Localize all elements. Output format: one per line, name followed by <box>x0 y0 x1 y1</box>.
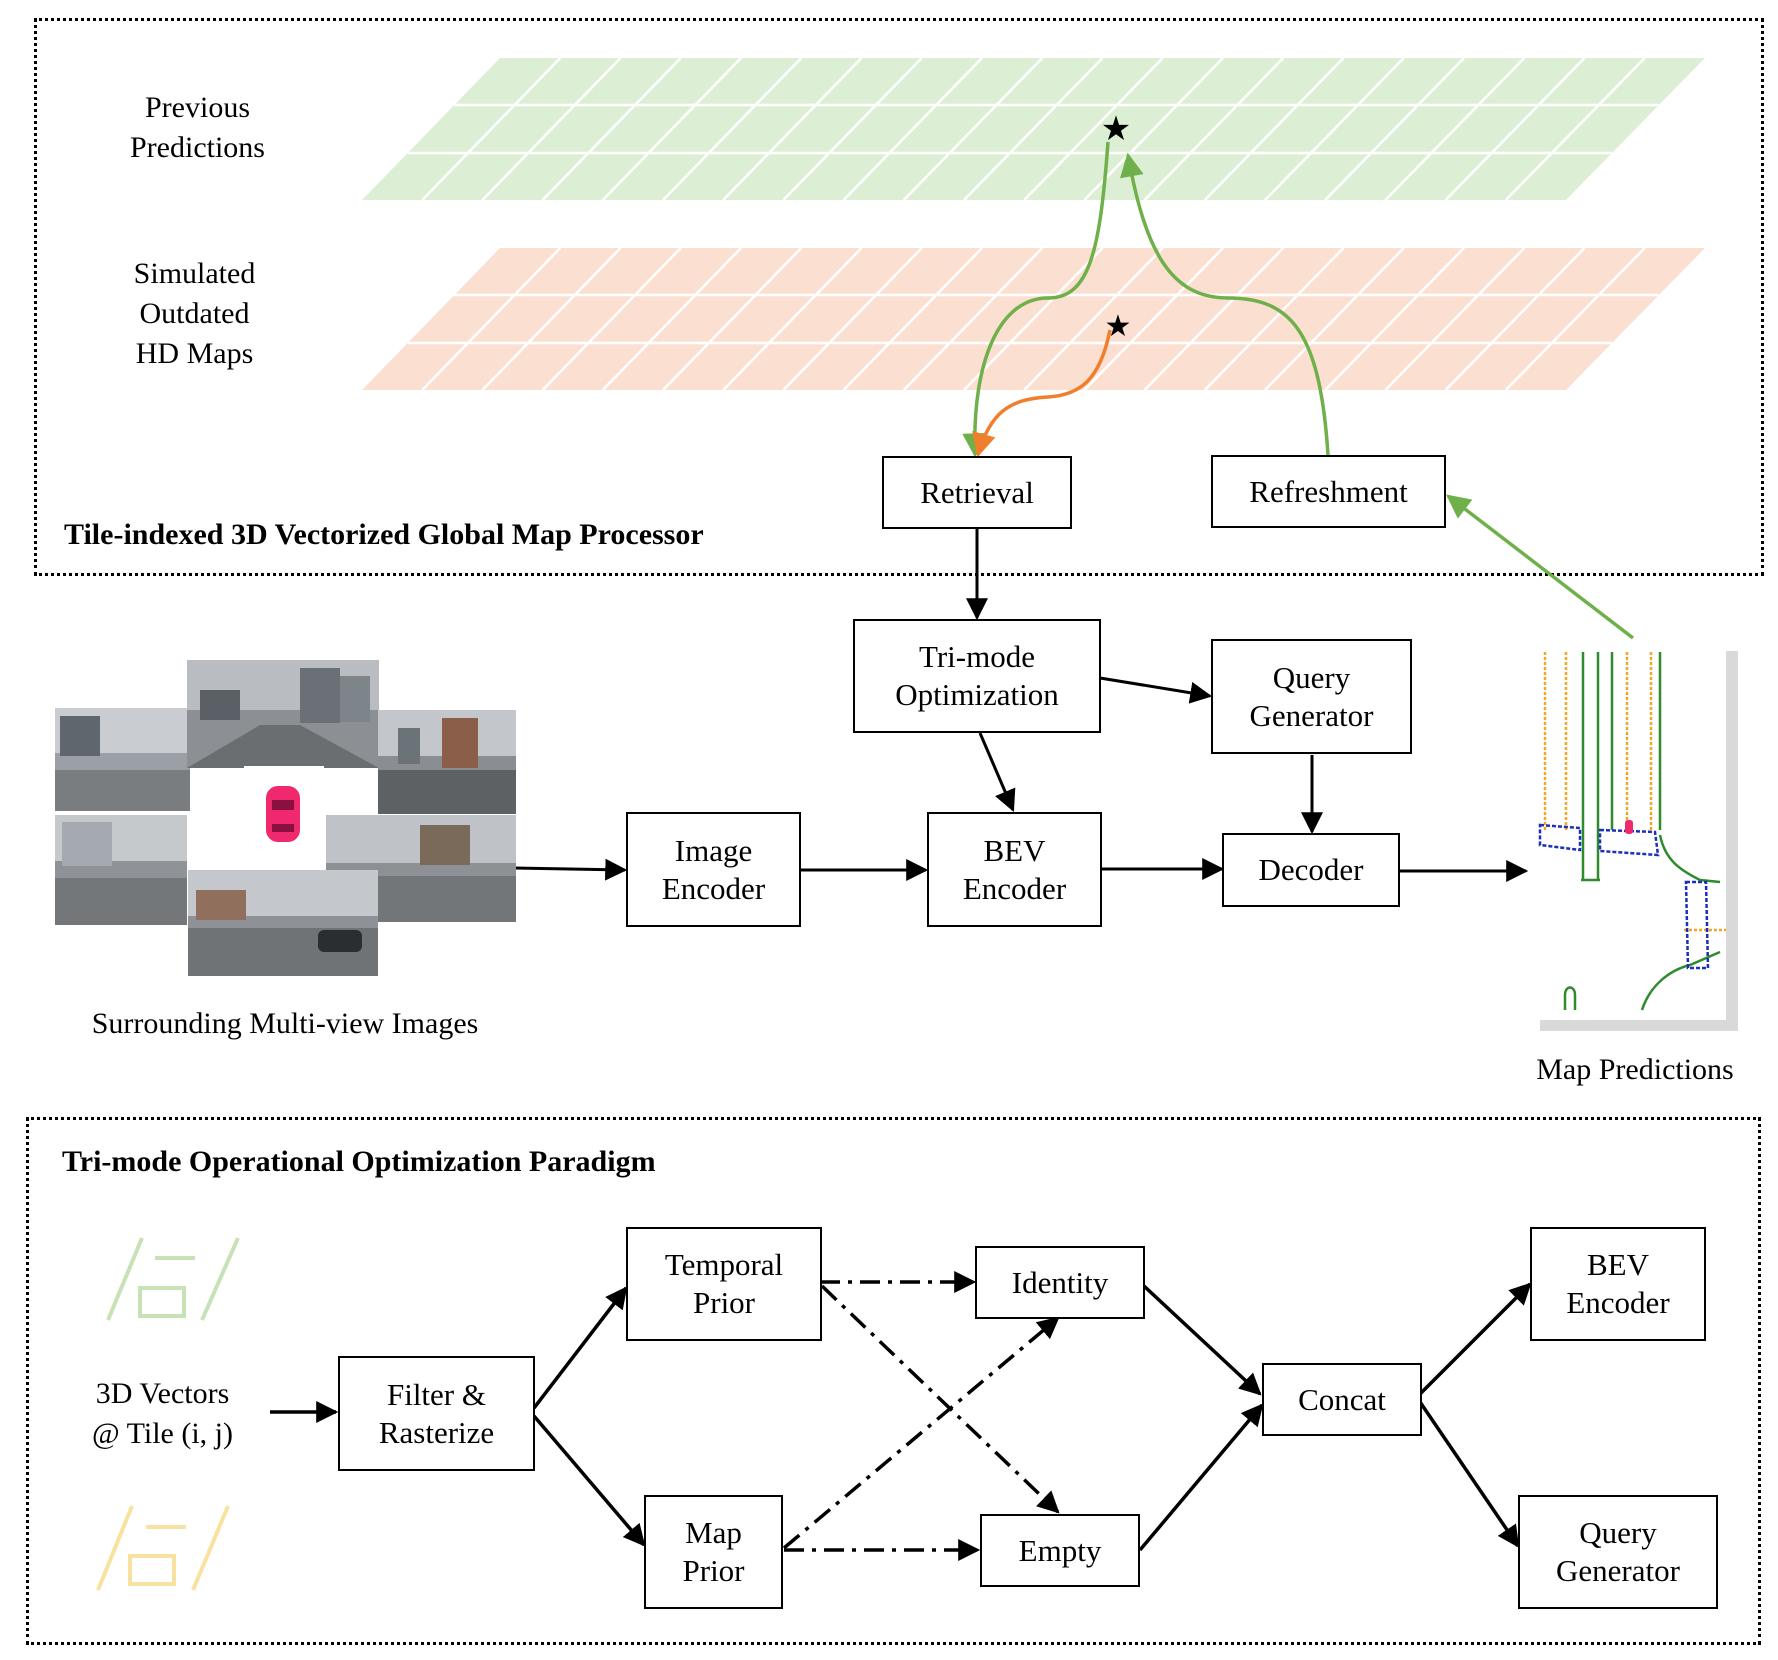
identity-box: Identity <box>975 1246 1145 1319</box>
tri-mode-optimization-box: Tri-mode Optimization <box>853 619 1101 733</box>
trimode-to-query-arrow <box>1099 676 1213 704</box>
map-predictions-caption: Map Predictions <box>1536 1053 1734 1086</box>
bev-encoder-box: BEV Encoder <box>927 812 1102 927</box>
filter-rasterize-box: Filter & Rasterize <box>338 1356 535 1471</box>
bottom-bev-encoder-box: BEV Encoder <box>1530 1227 1706 1341</box>
camera-back-left-image <box>55 815 187 925</box>
filter-to-temporal-arrow <box>532 1286 628 1410</box>
bottom-query-generator-box: Query Generator <box>1518 1495 1718 1609</box>
previous-predictions-plane <box>362 57 1705 201</box>
query-generator-box: Query Generator <box>1211 639 1412 754</box>
map-to-refreshment-arrow <box>1446 494 1635 640</box>
outdated-hd-maps-label: Simulated Outdated HD Maps <box>133 257 256 370</box>
green-vector-icon <box>106 1237 240 1321</box>
concat-box: Concat <box>1262 1363 1422 1436</box>
tri-mode-paradigm-frame <box>26 1117 1761 1645</box>
camera-back-image <box>188 870 378 976</box>
camera-front-left-image <box>55 708 190 811</box>
multi-view-images-caption: Surrounding Multi-view Images <box>91 1007 479 1040</box>
trimode-to-bev-arrow <box>978 732 1016 813</box>
empty-box: Empty <box>980 1514 1140 1587</box>
previous-tile-star-icon: ★ <box>1101 111 1131 148</box>
outdated-hd-map-plane <box>362 247 1705 391</box>
global-map-processor-frame <box>34 18 1764 576</box>
concat-to-bev-arrow <box>1418 1282 1532 1396</box>
map-prior-box: Map Prior <box>644 1495 783 1609</box>
mapprior-to-identity-arrow <box>782 1316 1060 1550</box>
retrieval-green-arrow <box>962 141 1110 458</box>
ego-car-icon <box>266 786 300 842</box>
global-map-processor-title: Tile-indexed 3D Vectorized Global Map Pr… <box>64 518 704 551</box>
vectors-tile-label: 3D Vectors @ Tile (i, j) <box>92 1377 233 1450</box>
image-encoder-box: Image Encoder <box>626 812 801 927</box>
temporal-to-empty-arrow <box>820 1284 1060 1514</box>
temporal-prior-box: Temporal Prior <box>626 1227 822 1341</box>
yellow-vector-icon <box>96 1505 230 1591</box>
concat-to-query-arrow <box>1418 1401 1520 1548</box>
empty-to-concat-arrow <box>1138 1403 1264 1552</box>
decoder-box: Decoder <box>1222 833 1400 907</box>
images-to-image-encoder-arrow <box>513 858 628 881</box>
multi-view-images <box>55 660 516 976</box>
retrieval-orange-arrow <box>972 329 1112 458</box>
refreshment-green-arrow <box>1119 152 1330 456</box>
camera-front-right-image <box>378 710 516 814</box>
map-predictions-thumbnail <box>1528 640 1738 1031</box>
retrieval-box: Retrieval <box>882 456 1072 529</box>
filter-to-mapprior-arrow <box>532 1414 646 1547</box>
identity-to-concat-arrow <box>1142 1284 1262 1396</box>
refreshment-box: Refreshment <box>1211 455 1446 528</box>
camera-front-image <box>187 660 379 768</box>
tri-mode-paradigm-title: Tri-mode Operational Optimization Paradi… <box>62 1145 656 1178</box>
previous-predictions-label: Previous Predictions <box>130 91 265 164</box>
